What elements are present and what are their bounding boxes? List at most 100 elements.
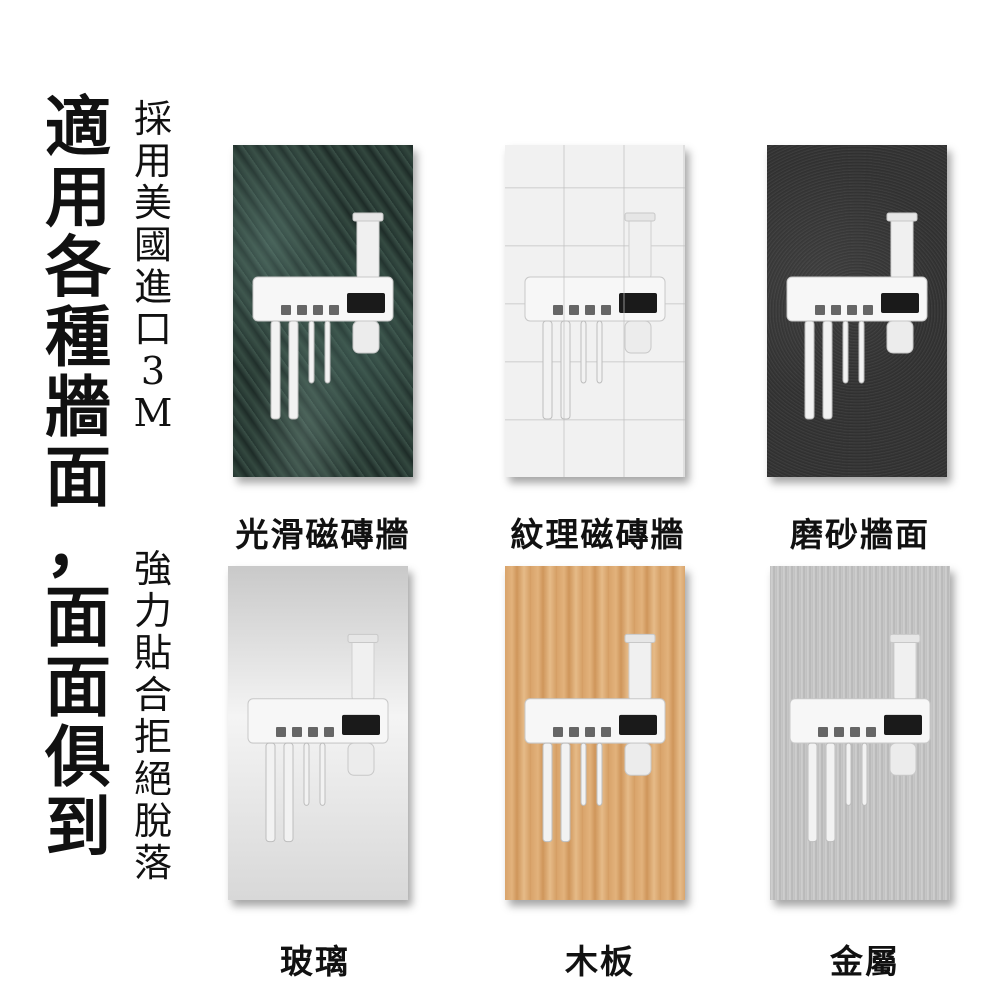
- toothbrush-holder-icon: [789, 633, 931, 843]
- headline-char: ，: [45, 508, 111, 586]
- toothbrush-icon: [560, 742, 571, 843]
- brush-slot-icon: [831, 305, 841, 315]
- panel-frosted-wall: [767, 145, 947, 477]
- headline-char: 俱: [45, 718, 111, 796]
- subline-char: 落: [133, 841, 172, 885]
- subline-char: 進: [133, 265, 172, 309]
- brush-slot-icon: [569, 726, 579, 738]
- toothbrush-icon: [858, 320, 865, 384]
- subline-char: 力: [133, 589, 172, 633]
- toothpaste-cap-icon: [624, 212, 656, 222]
- toothbrush-icon: [580, 742, 587, 806]
- caption-textured-tile: 紋理磁磚牆: [510, 515, 686, 554]
- toothbrush-icon: [580, 320, 587, 384]
- toothbrush-icon: [542, 320, 553, 420]
- dispenser-icon: [352, 320, 380, 354]
- headline-char: 牆: [45, 368, 111, 446]
- panel-metal: [770, 566, 950, 900]
- caption-smooth-tile: 光滑磁磚牆: [235, 515, 411, 554]
- brush-slot-icon: [329, 305, 339, 315]
- toothbrush-icon: [822, 320, 833, 420]
- subline-char: 美: [133, 181, 172, 225]
- subline-char: 採: [133, 97, 172, 141]
- toothbrush-icon: [319, 742, 326, 806]
- brush-slot-icon: [292, 726, 302, 738]
- subline-char: 國: [133, 223, 172, 267]
- brush-slot-icon: [834, 726, 844, 738]
- subline-char: 口: [133, 307, 172, 351]
- caption-metal: 金屬: [830, 942, 900, 981]
- brush-slot-icon: [553, 305, 563, 315]
- brush-slot-icon: [313, 305, 323, 315]
- toothpaste-icon: [351, 637, 375, 702]
- headline-char: 到: [45, 788, 111, 866]
- subline-char: 3: [140, 349, 166, 393]
- toothpaste-icon: [356, 216, 380, 280]
- toothbrush-holder-icon: [247, 633, 389, 843]
- headline-char: 適: [45, 88, 111, 166]
- toothpaste-cap-icon: [886, 212, 918, 222]
- dispenser-icon: [889, 742, 917, 776]
- headline-char: 面: [45, 438, 111, 516]
- toothpaste-icon: [628, 216, 652, 280]
- dispenser-icon: [624, 742, 652, 776]
- solar-panel-icon: [342, 714, 380, 736]
- headline-char: 面: [45, 578, 111, 656]
- brush-slot-icon: [815, 305, 825, 315]
- caption-wood: 木板: [565, 942, 635, 981]
- toothpaste-cap-icon: [352, 212, 384, 222]
- toothbrush-holder-icon: [786, 212, 928, 420]
- subline-bottom: 強 力 貼 合 拒 絕 脫 落: [130, 548, 176, 884]
- toothbrush-icon: [303, 742, 310, 806]
- headline-char: 面: [45, 648, 111, 726]
- toothbrush-icon: [324, 320, 331, 384]
- toothpaste-cap-icon: [347, 633, 379, 643]
- headline: 適 用 各 種 牆 面 ， 面 面 俱 到: [38, 92, 118, 862]
- toothbrush-icon: [596, 742, 603, 806]
- brush-slot-icon: [863, 305, 873, 315]
- brush-slot-icon: [276, 726, 286, 738]
- subline-char: 拒: [133, 715, 172, 759]
- headline-char: 種: [45, 298, 111, 376]
- toothbrush-holder-icon: [252, 212, 394, 420]
- toothbrush-icon: [308, 320, 315, 384]
- toothbrush-icon: [596, 320, 603, 384]
- brush-slot-icon: [308, 726, 318, 738]
- toothbrush-icon: [560, 320, 571, 420]
- toothbrush-icon: [804, 320, 815, 420]
- toothbrush-icon: [845, 742, 852, 806]
- panel-wood: [505, 566, 685, 900]
- dispenser-icon: [886, 320, 914, 354]
- panel-smooth-tile: [233, 145, 413, 477]
- subline-top: 採 用 美 國 進 口 3 M: [130, 98, 176, 434]
- holder-body-icon: [524, 276, 666, 322]
- brush-slot-icon: [297, 305, 307, 315]
- subline-char: 貼: [133, 631, 172, 675]
- solar-panel-icon: [884, 714, 922, 736]
- toothpaste-icon: [893, 637, 917, 702]
- subline-char: M: [133, 391, 173, 435]
- panel-glass: [228, 566, 408, 900]
- toothpaste-icon: [628, 637, 652, 702]
- subline-char: 合: [133, 673, 172, 717]
- toothpaste-icon: [890, 216, 914, 280]
- brush-slot-icon: [585, 305, 595, 315]
- toothbrush-icon: [265, 742, 276, 843]
- brush-slot-icon: [601, 726, 611, 738]
- headline-char: 用: [45, 158, 111, 236]
- brush-slot-icon: [585, 726, 595, 738]
- brush-slot-icon: [324, 726, 334, 738]
- toothpaste-cap-icon: [624, 633, 656, 643]
- caption-frosted-wall: 磨砂牆面: [790, 515, 930, 554]
- solar-panel-icon: [619, 293, 657, 313]
- brush-slot-icon: [601, 305, 611, 315]
- toothbrush-icon: [825, 742, 836, 843]
- brush-slot-icon: [281, 305, 291, 315]
- toothbrush-icon: [542, 742, 553, 843]
- brush-slot-icon: [553, 726, 563, 738]
- toothbrush-icon: [283, 742, 294, 843]
- toothbrush-icon: [861, 742, 868, 806]
- solar-panel-icon: [347, 293, 385, 313]
- brush-slot-icon: [569, 305, 579, 315]
- panel-textured-tile: [505, 145, 685, 477]
